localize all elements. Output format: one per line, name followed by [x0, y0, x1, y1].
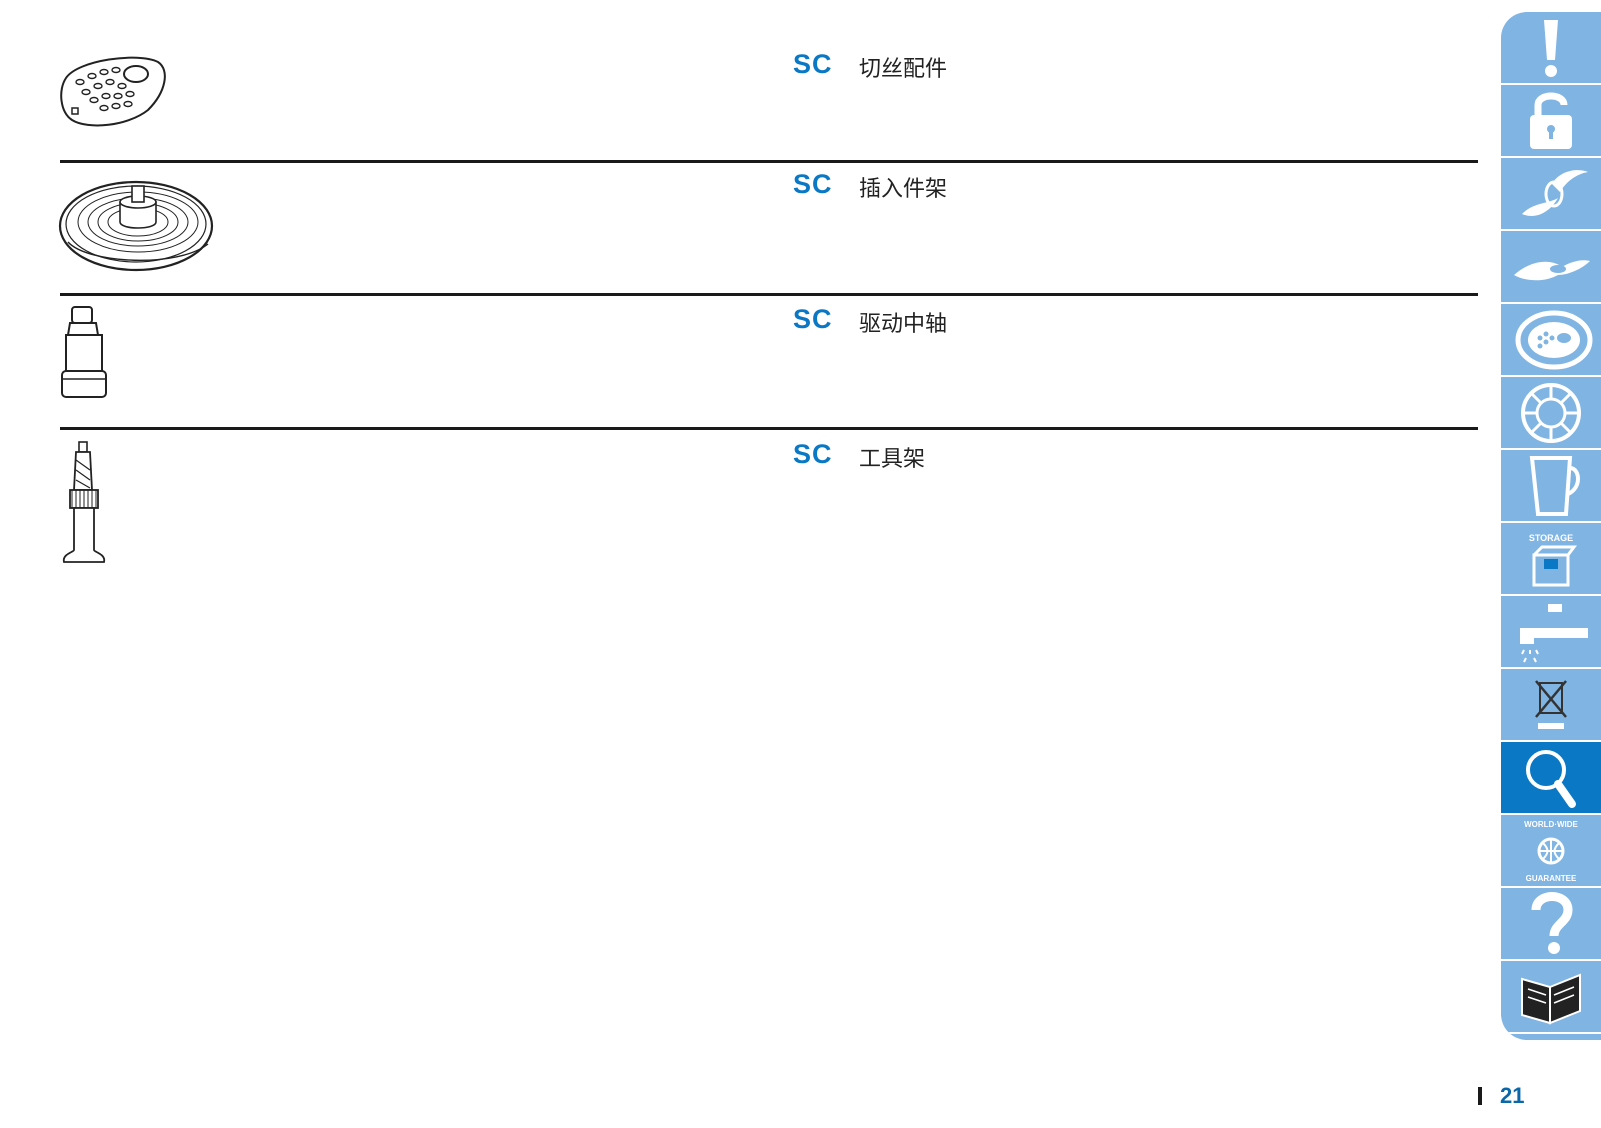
- magnifier-icon: [1526, 749, 1576, 808]
- storage-text: STORAGE: [1529, 533, 1573, 543]
- svg-text:GUARANTEE: GUARANTEE: [1526, 874, 1577, 883]
- storage-icon: STORAGE: [1529, 533, 1577, 586]
- tab-important[interactable]: [1501, 12, 1601, 85]
- tab-manual[interactable]: [1501, 961, 1601, 1034]
- tab-jug[interactable]: [1501, 450, 1601, 523]
- side-tab-bar: STORAGE WORLD·WIDE GUARANTEE: [1501, 12, 1601, 1040]
- tab-blade[interactable]: [1501, 158, 1601, 231]
- kneading-blade-icon: [1514, 259, 1590, 280]
- drive-shaft-illustration: [61, 306, 107, 398]
- page-number: 21: [1500, 1083, 1525, 1108]
- tab-cleaning[interactable]: [1501, 596, 1601, 669]
- insert-holder-illustration: [58, 180, 214, 272]
- tab-storage[interactable]: STORAGE: [1501, 523, 1601, 596]
- tab-disc[interactable]: [1501, 377, 1601, 450]
- part-label: 切丝配件: [859, 57, 948, 82]
- tab-unlock[interactable]: [1501, 85, 1601, 158]
- tab-search[interactable]: [1501, 742, 1601, 815]
- tab-disposal[interactable]: [1501, 669, 1601, 742]
- tab-faq[interactable]: [1501, 888, 1601, 961]
- part-label: 插入件架: [859, 177, 948, 202]
- exclamation-icon: [1544, 19, 1558, 77]
- shredding-insert-illustration: [60, 56, 166, 127]
- divider: [60, 160, 1478, 163]
- tab-kneading[interactable]: [1501, 231, 1601, 304]
- tool-holder-illustration: [62, 441, 106, 563]
- part-code: SC: [793, 439, 833, 469]
- svg-text:WORLD·WIDE: WORLD·WIDE: [1524, 820, 1578, 829]
- tab-grater[interactable]: [1501, 304, 1601, 377]
- tab-guarantee[interactable]: WORLD·WIDE GUARANTEE: [1501, 815, 1601, 888]
- part-label: 工具架: [859, 447, 926, 472]
- disc-icon: [1521, 382, 1581, 443]
- divider: [60, 293, 1478, 296]
- worldwide-guarantee-icon: WORLD·WIDE GUARANTEE: [1524, 820, 1578, 883]
- tap-cleaning-icon: [1520, 603, 1588, 662]
- jug-icon: [1529, 455, 1580, 516]
- disposal-icon: [1535, 679, 1567, 729]
- divider: [60, 427, 1478, 430]
- part-code: SC: [793, 169, 833, 199]
- blade-icon: [1522, 169, 1588, 216]
- part-label: 驱动中轴: [859, 312, 948, 337]
- question-icon: [1531, 891, 1573, 954]
- part-code: SC: [793, 304, 833, 334]
- grater-disc-icon: [1515, 310, 1593, 369]
- page-marker: [1478, 1087, 1482, 1105]
- manual-book-icon: [1521, 973, 1581, 1024]
- part-code: SC: [793, 49, 833, 79]
- unlock-icon: [1530, 92, 1572, 149]
